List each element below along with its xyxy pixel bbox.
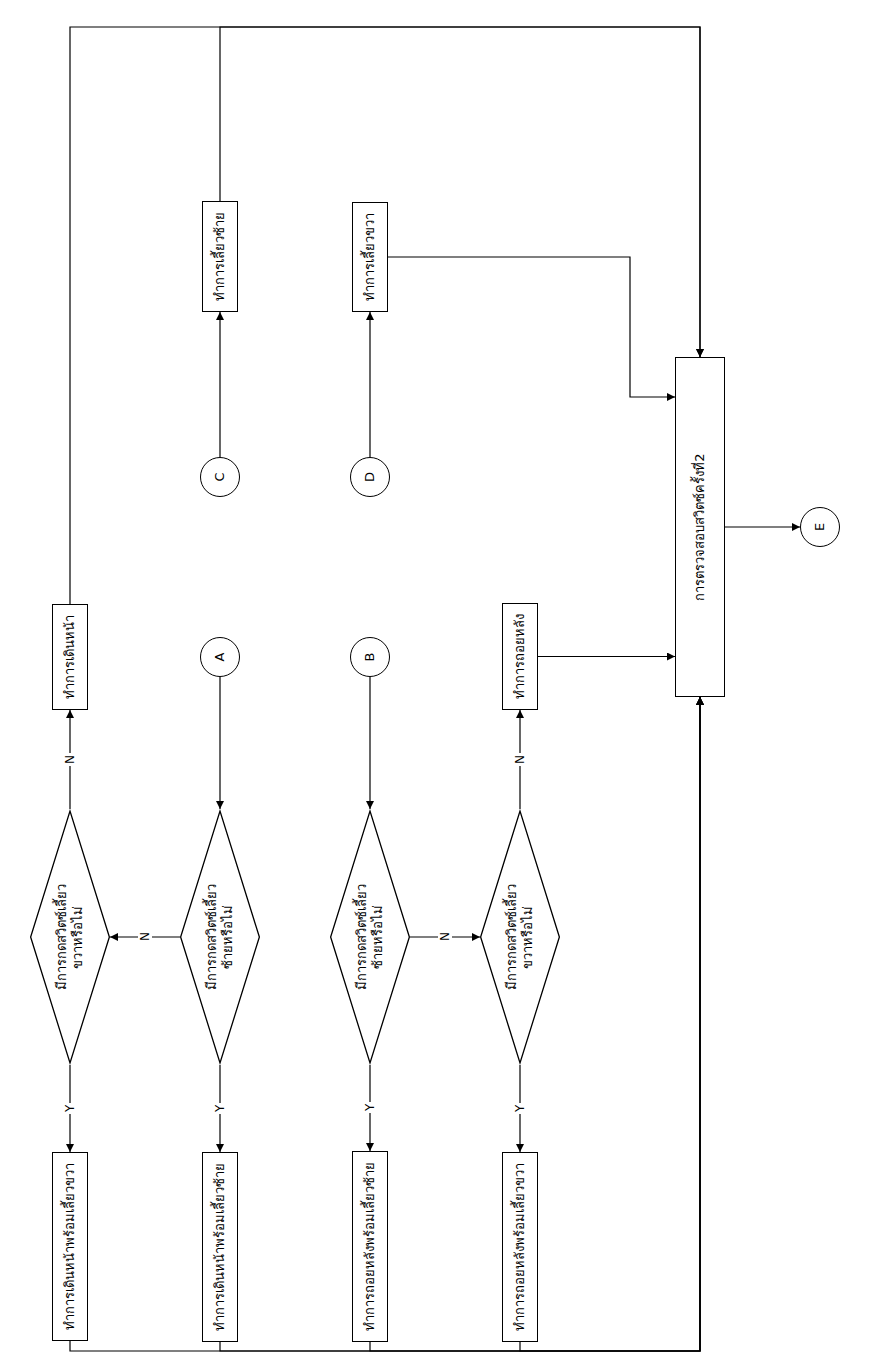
node-label: มีการกดสวิตซ์เลี้ยวขวาหรือไม่: [504, 877, 536, 997]
connector-circle: D: [350, 457, 390, 497]
node-text-group: มีการกดสวิตซ์เลี้ยวซ้ายหรือไม่: [354, 877, 386, 997]
flow-arrow: [220, 697, 700, 1351]
branch-label: Y: [213, 1103, 227, 1114]
node-text-group: ทำการถอยหลัง: [512, 614, 528, 699]
node-label: ทำการเดินหน้าพร้อมเลี้ยวซ้าย: [212, 1163, 228, 1331]
branch-label: N: [513, 753, 527, 766]
node-label: การตรวจสอบสวิตซ์ครั้งที่2: [692, 453, 708, 600]
connector-circle: C: [200, 457, 240, 497]
process-box: ทำการถอยหลังพร้อมเลี้ยวซ้าย: [352, 1151, 388, 1342]
flow-arrow: [219, 312, 220, 457]
flow-arrow: [370, 697, 700, 1351]
flow-arrow: [538, 656, 675, 657]
diamond-shape: [331, 811, 410, 1063]
flow-arrow: [70, 27, 700, 604]
node-text-group: C: [212, 472, 228, 481]
branch-label: Y: [513, 1103, 527, 1114]
process-box: ทำการเลี้ยวขวา: [352, 202, 388, 312]
node-text-group: ทำการเดินหน้าพร้อมเลี้ยวซ้าย: [212, 1163, 228, 1331]
flow-arrow: [388, 257, 675, 397]
node-text-group: D: [362, 472, 378, 482]
node-label: ทำการถอยหลัง: [512, 614, 528, 699]
node-text-group: ทำการเลี้ยวซ้าย: [212, 212, 228, 301]
connector-circle: A: [200, 637, 240, 677]
diamond-shape: [181, 811, 260, 1063]
node-label: ทำการเดินหน้าพร้อมเลี้ยวขวา: [62, 1163, 78, 1330]
process-box: ทำการเลี้ยวซ้าย: [202, 201, 238, 312]
node-label: ทำการเดินหน้า: [62, 615, 78, 699]
flow-arrow: [220, 27, 700, 357]
flow-arrow: [219, 677, 220, 809]
decision-diamond: มีการกดสวิตซ์เลี้ยวขวาหรือไม่: [30, 809, 110, 1065]
process-box: ทำการเดินหน้า: [52, 604, 88, 710]
process-box: ทำการเดินหน้าพร้อมเลี้ยวซ้าย: [202, 1152, 238, 1342]
node-text-group: A: [212, 653, 228, 662]
node-label: C: [212, 472, 228, 481]
flow-arrow: [369, 312, 370, 457]
flow-arrow: [725, 526, 800, 527]
node-label: มีการกดสวิตซ์เลี้ยวซ้ายหรือไม่: [204, 877, 236, 997]
flow-arrow: [369, 677, 370, 809]
branch-label: N: [438, 930, 452, 943]
connector-circle: E: [800, 507, 840, 547]
node-label: ทำการเลี้ยวซ้าย: [212, 212, 228, 301]
node-text-group: ทำการเดินหน้าพร้อมเลี้ยวขวา: [62, 1163, 78, 1330]
process-box: การตรวจสอบสวิตซ์ครั้งที่2: [675, 357, 725, 697]
node-text-group: B: [362, 653, 378, 662]
node-text-group: ทำการเดินหน้า: [62, 615, 78, 699]
flow-arrow: [520, 697, 700, 1351]
node-label: มีการกดสวิตซ์เลี้ยวซ้ายหรือไม่: [354, 877, 386, 997]
branch-label: N: [138, 930, 152, 943]
decision-diamond: มีการกดสวิตซ์เลี้ยวซ้ายหรือไม่: [330, 809, 410, 1065]
node-label: B: [362, 653, 378, 662]
node-text-group: มีการกดสวิตซ์เลี้ยวขวาหรือไม่: [504, 877, 536, 997]
node-label: A: [212, 653, 228, 662]
branch-label: Y: [63, 1103, 77, 1114]
node-text-group: ทำการเลี้ยวขวา: [362, 213, 378, 301]
node-label: D: [362, 472, 378, 482]
connector-circle: B: [350, 637, 390, 677]
diamond-shape: [481, 811, 560, 1063]
node-label: E: [812, 523, 828, 531]
diamond-shape: [31, 811, 110, 1063]
decision-diamond: มีการกดสวิตซ์เลี้ยวขวาหรือไม่: [480, 809, 560, 1065]
node-text-group: ทำการถอยหลังพร้อมเลี้ยวซ้าย: [362, 1162, 378, 1331]
node-text-group: มีการกดสวิตซ์เลี้ยวซ้ายหรือไม่: [204, 877, 236, 997]
process-box: ทำการถอยหลังพร้อมเลี้ยวขวา: [502, 1152, 538, 1342]
node-text-group: มีการกดสวิตซ์เลี้ยวขวาหรือไม่: [54, 877, 86, 997]
node-label: ทำการเลี้ยวขวา: [362, 213, 378, 301]
decision-diamond: มีการกดสวิตซ์เลี้ยวซ้ายหรือไม่: [180, 809, 260, 1065]
node-text-group: การตรวจสอบสวิตซ์ครั้งที่2: [692, 453, 708, 600]
node-text-group: E: [812, 523, 828, 531]
node-label: มีการกดสวิตซ์เลี้ยวขวาหรือไม่: [54, 877, 86, 997]
branch-label: Y: [363, 1102, 377, 1113]
node-label: ทำการถอยหลังพร้อมเลี้ยวซ้าย: [362, 1162, 378, 1331]
flow-arrow: [70, 697, 700, 1351]
branch-label: N: [63, 753, 77, 766]
node-label: ทำการถอยหลังพร้อมเลี้ยวขวา: [512, 1163, 528, 1331]
process-box: ทำการถอยหลัง: [502, 603, 538, 710]
node-text-group: ทำการถอยหลังพร้อมเลี้ยวขวา: [512, 1163, 528, 1331]
process-box: ทำการเดินหน้าพร้อมเลี้ยวขวา: [52, 1152, 88, 1341]
